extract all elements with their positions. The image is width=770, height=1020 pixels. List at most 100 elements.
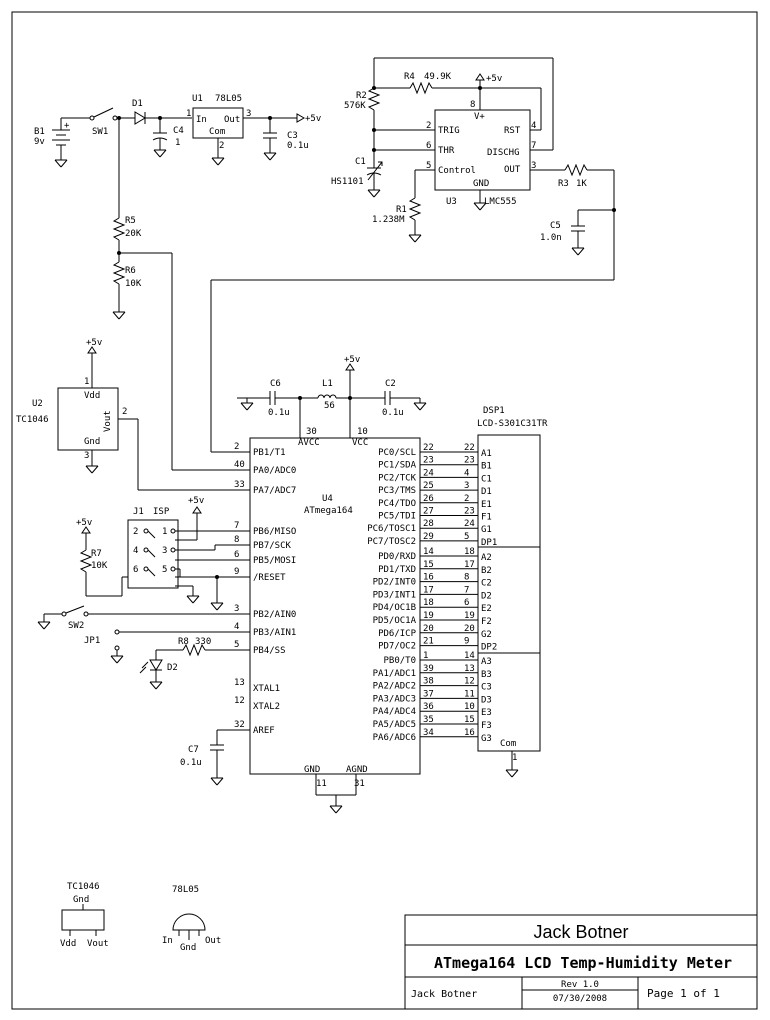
dsp1-pin-name: G2 [481,630,492,640]
u4-left-pin-number: 7 [234,521,239,531]
u1-com-pin: Com [209,127,225,137]
u3-pin5: 5 [426,161,431,171]
dsp1-pin-name: C2 [481,579,492,589]
u4-ref: U4 [322,494,333,504]
r5-ref: R5 [125,216,136,226]
u4-right-pin-number: 38 [423,677,434,687]
sw2-ref: SW2 [68,621,84,631]
c6-ref: C6 [270,379,281,389]
u4-right-pin-name: PD7/OC2 [378,642,416,652]
u4-right-pin-name: PD2/INT0 [373,578,416,588]
capacitor-c5: C5 1.0n [540,210,585,256]
u4-right-pin-name: PD0/RXD [378,552,416,562]
u4-right-pin-name: PC0/SCL [378,448,416,458]
u3-control-pin: Control [438,166,476,176]
resistor-r3: R3 1K [558,163,588,189]
r2-value: 576K [344,101,366,111]
dsp1-pin-number: 5 [464,532,469,542]
u4-left-pin-name: XTAL2 [253,702,280,712]
dsp1-pin-name: F1 [481,513,492,523]
u4-right-pin-number: 21 [423,637,434,647]
u4-right-pin-name: PA4/ADC4 [373,707,416,717]
j1-pin2: 2 [133,527,138,537]
dsp1-pin-name: D3 [481,695,492,705]
u4-left-pin-number: 12 [234,696,245,706]
u1-pin3: 3 [246,109,251,119]
u2-pin1: 1 [84,377,89,387]
resistor-r4: R4 49.9K [404,72,452,95]
dsp1-pin-name: B3 [481,670,492,680]
dsp1-pin-name: DP1 [481,538,497,548]
dsp1-pin-name: E2 [481,604,492,614]
u1-out-pin: Out [224,115,240,125]
dsp1-pin-number: 10 [464,702,475,712]
dsp1-pin-number: 23 [464,507,475,517]
switch-sw2: SW2 [37,605,89,631]
dsp1-pin-name: A2 [481,553,492,563]
dsp1-pin-name: C3 [481,683,492,693]
sw1-ref: SW1 [92,127,108,137]
dsp1-pin-name: D2 [481,591,492,601]
u2-5v-label: +5v [86,338,102,348]
u3-pin2: 2 [426,121,431,131]
u4-right-pin-name: PA1/ADC1 [373,669,416,679]
u4-pin31: 31 [354,779,365,789]
r4-ref: R4 [404,72,415,82]
dsp1-pin-number: 7 [464,585,469,595]
u4-5v-label: +5v [344,355,360,365]
dsp1-pin-number: 18 [464,547,475,557]
u4-left-pin-name: PB6/MISO [253,527,296,537]
u4-right-pin-name: PC5/TDI [378,512,416,522]
r5-value: 20K [125,229,142,239]
u2-gnd-pin: Gnd [84,437,100,447]
u4-right-pin-number: 16 [423,573,434,583]
u3-pin3: 3 [531,161,536,171]
dsp1-pin-name: G1 [481,525,492,535]
lcd-dsp1: DSP1 LCD-S301C31TR Com 1 22A123B14C13D12… [464,406,548,763]
dsp1-pin-number: 23 [464,456,475,466]
u4-left-pin-name: PB4/SS [253,646,286,656]
u4-right-pin-number: 18 [423,598,434,608]
u3-out-pin: OUT [504,165,521,175]
c4-value: 1 [175,138,180,148]
u4-right-pin-number: 37 [423,689,434,699]
u1-part: 78L05 [215,94,242,104]
u3-vplus-pin: V+ [474,112,485,122]
u4-left-pin-number: 3 [234,604,239,614]
u4-right-pin-number: 36 [423,702,434,712]
u4-right-pin-number: 29 [423,532,434,542]
u4-left-pin-name: PA0/ADC0 [253,466,296,476]
sheet-border [11,11,758,1010]
u3-thr-pin: THR [438,146,455,156]
r8-value: 330 [195,637,211,647]
u4-right-pin-name: PA5/ADC5 [373,720,416,730]
legend-tc1046-vdd: Vdd [60,939,76,949]
c3-ref: C3 [287,131,298,141]
r2-ref: R2 [356,91,367,101]
u4-right-pin-number: 14 [423,547,434,557]
u4-agnd-pin: AGND [346,765,368,775]
switch-sw1: SW1 [89,107,118,137]
r7-5v-label: +5v [76,518,92,528]
u4-left-pin-name: PB5/MOSI [253,556,296,566]
jp1-ref: JP1 [84,636,100,646]
u4-left-pin-name: PB2/AIN0 [253,610,296,620]
u4-part: ATmega164 [304,506,353,516]
c4-ref: C4 [173,126,184,136]
c3-value: 0.1u [287,141,309,151]
u4-right-pin-number: 1 [423,651,428,661]
r3-ref: R3 [558,179,569,189]
r6-value: 10K [125,279,142,289]
u2-pin3: 3 [84,451,89,461]
u3-rst-pin: RST [504,126,521,136]
u4-right-pin-number: 27 [423,507,434,517]
capacitor-c3: C3 0.1u [263,118,309,161]
u3-pin6: 6 [426,141,431,151]
regulator-u1: U1 78L05 In Out Com 1 3 2 [186,94,251,166]
c6-value: 0.1u [268,408,290,418]
j1-pin6: 6 [133,565,138,575]
b1-value: 9v [34,137,45,147]
